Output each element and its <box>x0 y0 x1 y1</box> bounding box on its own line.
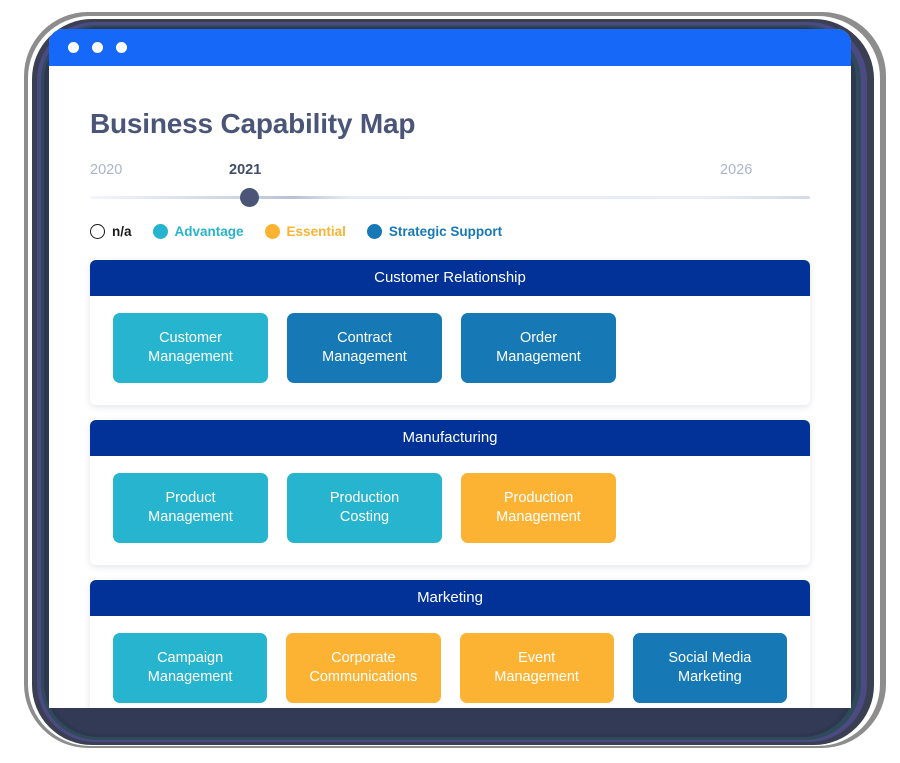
timeline-track[interactable] <box>90 196 810 199</box>
capability-label-line1: Product <box>165 489 216 506</box>
legend-item-na[interactable]: n/a <box>90 223 132 239</box>
timeline-current-year: 2021 <box>229 162 262 178</box>
capability-label-line2: Management <box>147 669 233 685</box>
capability-label-line2: Management <box>494 669 579 685</box>
capability-label-line1: Campaign <box>157 649 224 666</box>
capability-label-line1: Order <box>519 329 558 346</box>
browser-titlebar <box>49 29 851 66</box>
timeline-end-year: 2026 <box>720 162 753 178</box>
page-content: Business Capability Map 2020 2021 2026 n… <box>49 66 851 708</box>
legend-label-na: n/a <box>112 223 132 239</box>
capability-label-line2: Management <box>148 349 233 365</box>
capability-label-line2: Management <box>148 509 233 525</box>
legend-label-essential: Essential <box>286 223 346 239</box>
capability-label-line1: Contract <box>337 329 392 346</box>
legend: n/a Advantage Essential Strategic Suppor… <box>90 219 810 243</box>
category-header: Manufacturing <box>90 420 810 456</box>
maximize-dot-icon[interactable] <box>116 42 127 53</box>
legend-item-essential[interactable]: Essential <box>264 223 346 239</box>
capability-label-line1: Production <box>503 489 574 506</box>
capability-label-line2: Communications <box>309 669 418 685</box>
capability-label-line1: Event <box>518 649 556 666</box>
category-header: Customer Relationship <box>90 260 810 296</box>
capability-label-line1: Production <box>329 489 400 506</box>
capability-label-line2: Management <box>322 349 407 365</box>
legend-label-strategic-support: Strategic Support <box>388 223 503 239</box>
legend-item-advantage[interactable]: Advantage <box>152 223 244 239</box>
capability-label-line2: Costing <box>339 509 390 525</box>
timeline-start-year: 2020 <box>90 162 123 178</box>
capability-label-line2: Marketing <box>678 669 742 685</box>
timeline-handle[interactable] <box>240 188 259 207</box>
timeline-slider[interactable]: 2020 2021 2026 <box>90 162 810 208</box>
legend-item-strategic-support[interactable]: Strategic Support <box>366 223 503 239</box>
capability-label-line2: Management <box>496 509 581 525</box>
capability-label-line1: Customer <box>159 329 222 346</box>
minimize-dot-icon[interactable] <box>92 42 103 53</box>
legend-label-advantage: Advantage <box>174 223 244 239</box>
legend-swatch-na-icon <box>90 223 105 239</box>
legend-swatch-advantage-icon <box>152 223 168 239</box>
legend-swatch-essential-icon <box>264 223 280 239</box>
capability-label-line1: Social Media <box>668 649 752 666</box>
capability-label-line1: Corporate <box>331 649 396 666</box>
category-header: Marketing <box>90 580 810 616</box>
legend-swatch-strategic-support-icon <box>366 223 382 239</box>
browser-window: Business Capability Map 2020 2021 2026 n… <box>49 29 851 708</box>
capability-label-line2: Management <box>496 349 581 365</box>
close-dot-icon[interactable] <box>68 42 79 53</box>
page-title: Business Capability Map <box>90 108 416 139</box>
